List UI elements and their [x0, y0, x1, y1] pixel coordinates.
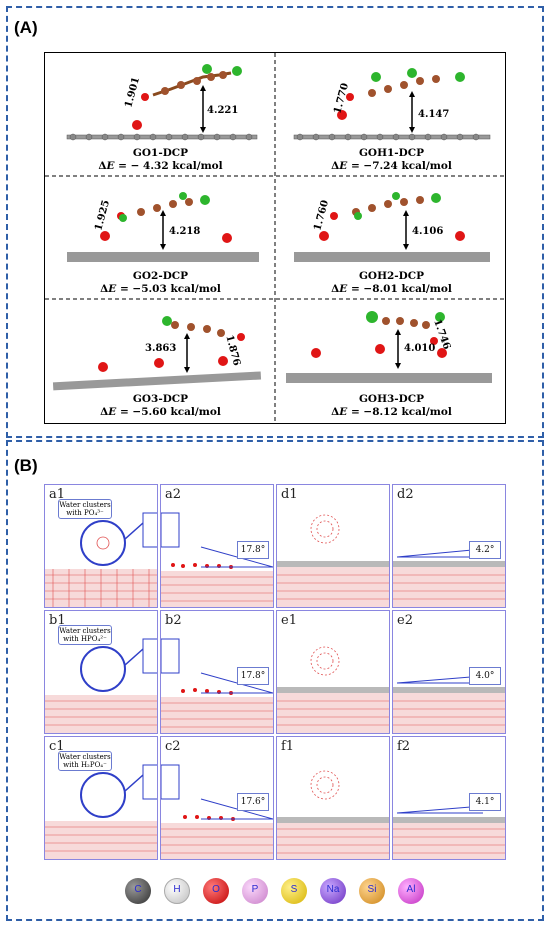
c2-simulation-figure: [161, 764, 273, 859]
cell-go1-dcp: 1.901 4.221 GO1-DCP ΔE = − 4.32 kcal/mol: [45, 53, 276, 177]
a2-label: a2: [165, 487, 182, 502]
go3-caption-name: GO3-DCP: [132, 393, 189, 405]
d1-simulation-figure: [277, 514, 389, 607]
legend-label-al: Al: [406, 884, 416, 895]
panel-b-label: (B): [14, 456, 38, 475]
a1-simulation-figure: [45, 512, 157, 607]
e2-label: e2: [397, 613, 413, 628]
legend-ball-p: [242, 878, 268, 904]
goh2-adsorption-distance: 4.106: [412, 226, 444, 237]
cell-go2-dcp: 1.925 4.218 GO2-DCP ΔE = −5.03 kcal/mol: [45, 176, 276, 300]
panel-a-dividers: [45, 53, 505, 423]
goh1-adsorption-distance: 4.147: [418, 109, 450, 120]
c2-contact-angle: 17.6°: [237, 793, 269, 811]
f2-label: f2: [397, 739, 411, 754]
goh3-adsorption-distance: 4.010: [404, 343, 436, 354]
cell-c2: c2 17.6°: [160, 736, 274, 860]
legend-label-na: Na: [326, 884, 340, 895]
legend-ball-s: [281, 878, 307, 904]
cell-e2: e2 4.0°: [392, 610, 506, 734]
go1-caption-name: GO1-DCP: [132, 147, 189, 159]
b2-label: b2: [165, 613, 182, 628]
legend-label-si: Si: [367, 884, 377, 895]
e1-label: e1: [281, 613, 297, 628]
a2-contact-angle: 17.8°: [237, 541, 269, 559]
go1-caption-energy: ΔE = − 4.32 kcal/mol: [98, 160, 223, 172]
e2-contact-angle: 4.0°: [469, 667, 501, 685]
f2-contact-angle: 4.1°: [469, 793, 501, 811]
e1-simulation-figure: [277, 646, 389, 733]
d2-simulation-figure: [393, 548, 505, 607]
cell-f2: f2 4.1°: [392, 736, 506, 860]
cell-goh1-dcp: 1.770 4.147 GOH1-DCP ΔE = −7.24 kcal/mol: [276, 53, 507, 177]
panel-a-label: (A): [14, 18, 38, 37]
goh3-molecule-figure: [286, 311, 492, 383]
cell-goh2-dcp: 1.760 4.106 GOH2-DCP ΔE = −8.01 kcal/mol: [276, 176, 507, 300]
atom-legend: C H O P S Na Si Al: [0, 878, 550, 912]
legend-ball-c: [125, 878, 151, 904]
go2-caption-energy: ΔE = −5.03 kcal/mol: [100, 283, 221, 295]
b1-label: b1: [49, 613, 66, 628]
go3-adsorption-distance: 3.863: [145, 343, 177, 354]
b2-contact-angle: 17.8°: [237, 667, 269, 685]
legend-ball-o: [203, 878, 229, 904]
goh1-caption-name: GOH1-DCP: [358, 147, 425, 159]
go1-molecule-figure: [66, 64, 258, 141]
b1-simulation-figure: [45, 638, 157, 733]
go2-molecule-figure: [67, 192, 259, 262]
goh1-molecule-figure: [293, 68, 491, 141]
panel-a-grid: 1.901 4.221 GO1-DCP ΔE = − 4.32 kcal/mol…: [44, 52, 506, 424]
a2-simulation-figure: [161, 512, 273, 607]
cell-e1: e1: [276, 610, 390, 734]
go2-caption-name: GO2-DCP: [132, 270, 189, 282]
c1-simulation-figure: [45, 764, 157, 859]
goh2-caption-energy: ΔE = −8.01 kcal/mol: [331, 283, 452, 295]
goh2-molecule-figure: [294, 192, 490, 262]
panel-a-frame: [6, 6, 544, 438]
go3-caption-energy: ΔE = −5.60 kcal/mol: [100, 406, 221, 418]
panel-b-frame: [6, 440, 544, 921]
cell-d2: d2 4.2°: [392, 484, 506, 608]
legend-label-p: P: [251, 884, 259, 895]
cell-goh3-dcp: 4.010 1.746 GOH3-DCP ΔE = −8.12 kcal/mol: [276, 299, 507, 423]
go1-adsorption-distance: 4.221: [207, 105, 239, 116]
a1-label: a1: [49, 487, 66, 502]
go3-molecule-figure: [52, 316, 262, 391]
cell-go3-dcp: 3.863 1.876 GO3-DCP ΔE = −5.60 kcal/mol: [45, 299, 276, 423]
legend-ball-si: [359, 878, 385, 904]
cell-f1: f1: [276, 736, 390, 860]
f1-simulation-figure: [277, 770, 389, 859]
legend-label-h: H: [173, 884, 181, 895]
legend-label-c: C: [134, 884, 142, 895]
cell-b2: b2 17.8°: [160, 610, 274, 734]
d1-label: d1: [281, 487, 298, 502]
go2-adsorption-distance: 4.218: [169, 226, 201, 237]
legend-label-s: S: [290, 884, 298, 895]
f1-label: f1: [281, 739, 295, 754]
d2-label: d2: [397, 487, 414, 502]
goh3-caption-energy: ΔE = −8.12 kcal/mol: [331, 406, 452, 418]
legend-ball-na: [320, 878, 346, 904]
b2-simulation-figure: [161, 638, 273, 733]
cell-d1: d1: [276, 484, 390, 608]
goh3-caption-name: GOH3-DCP: [358, 393, 425, 405]
c2-label: c2: [165, 739, 181, 754]
legend-ball-h: [164, 878, 190, 904]
cell-a2: a2 17.8°: [160, 484, 274, 608]
goh1-caption-energy: ΔE = −7.24 kcal/mol: [331, 160, 452, 172]
f2-simulation-figure: [393, 805, 505, 859]
d2-contact-angle: 4.2°: [469, 541, 501, 559]
legend-label-o: O: [212, 884, 220, 895]
legend-ball-al: [398, 878, 424, 904]
e2-simulation-figure: [393, 675, 505, 733]
c1-label: c1: [49, 739, 65, 754]
goh2-caption-name: GOH2-DCP: [358, 270, 425, 282]
